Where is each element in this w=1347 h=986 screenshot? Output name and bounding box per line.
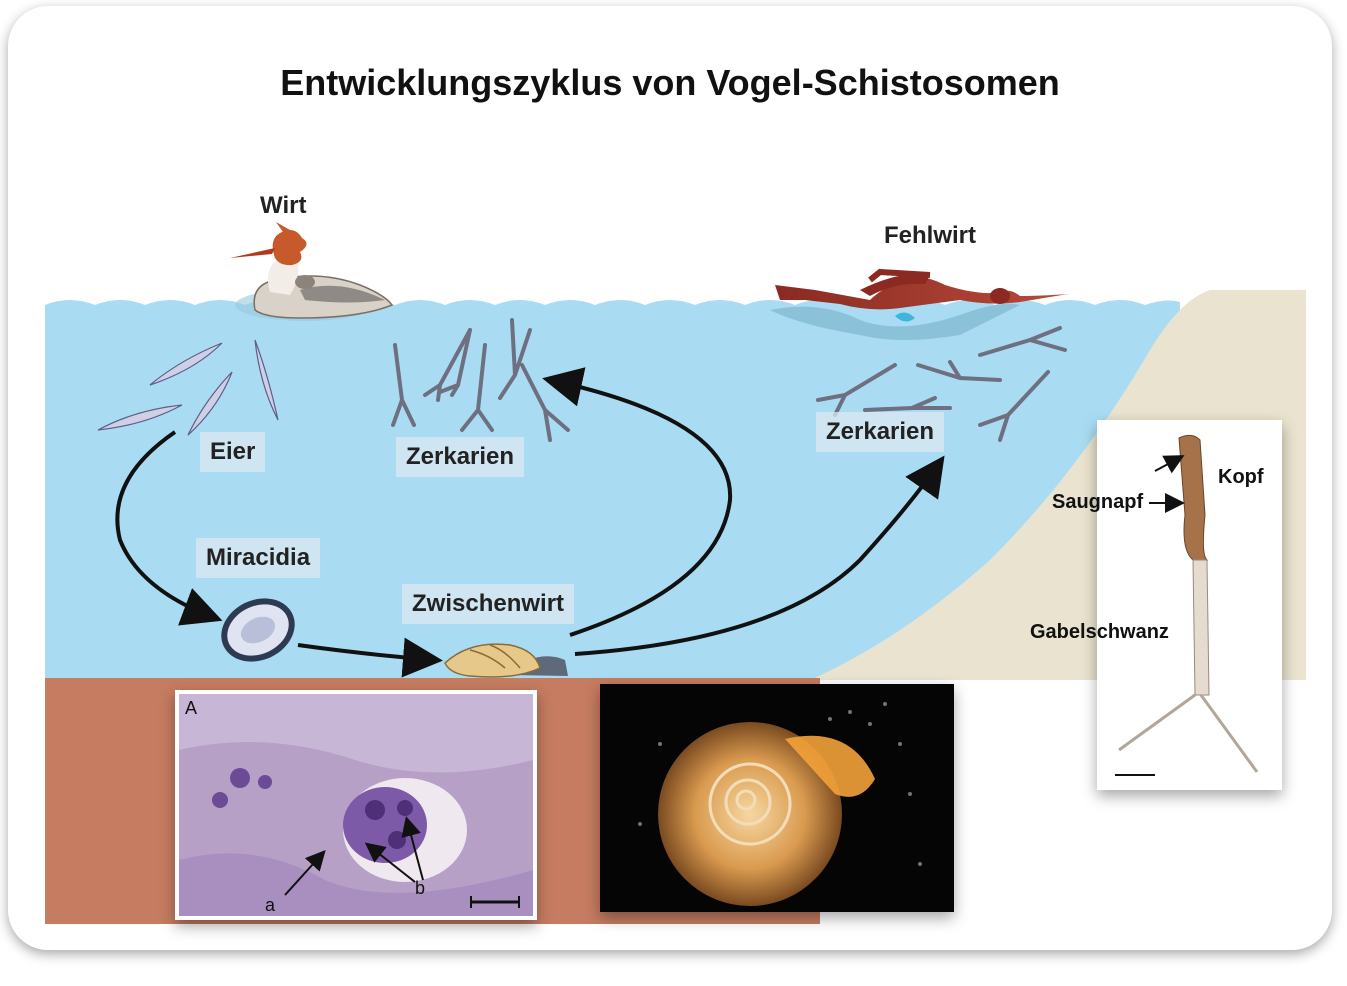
water-body [45,300,1180,680]
arrow-snail-to-cercariae-left [542,367,733,637]
arrow-eggs-to-miracidia [115,430,223,626]
snail-shell-image [600,684,954,912]
page-title: Entwicklungszyklus von Vogel-Schistosome… [280,62,1060,103]
label-eggs: Eier [200,432,266,472]
label-head: Kopf [1218,466,1264,488]
cercariae-left-group [391,318,570,442]
swimmer-icon [770,268,1068,340]
snail-icon [444,643,568,678]
label-sucker: Saugnapf [1052,491,1144,513]
label-false-host: Fehlwirt [884,222,977,249]
cercariae-right-group [816,326,1067,442]
merganser-duck-icon [230,222,394,321]
snail-shell-photo [600,684,954,912]
cercaria-image [1115,434,1259,776]
eggs-group [97,339,279,436]
label-host: Wirt [260,192,307,219]
cercaria-photo [1097,420,1282,790]
histology-label-b: b [415,878,426,898]
arrow-snail-to-cercariae-right [574,455,945,656]
arrow-miracidia-to-snail [297,637,443,678]
label-intermediate-host: Zwischenwirt [402,584,575,624]
histology-image [179,694,533,916]
miracidium-icon [221,598,295,662]
histology-photo: A a b [175,690,537,920]
label-miracidia: Miracidia [196,538,321,578]
label-forked-tail: Gabelschwanz [1030,621,1169,643]
histology-label-a: a [265,895,276,915]
histology-panel-letter: A [185,698,198,718]
label-cercariae-right: Zerkarien [816,412,945,452]
label-cercariae-left: Zerkarien [396,437,525,477]
